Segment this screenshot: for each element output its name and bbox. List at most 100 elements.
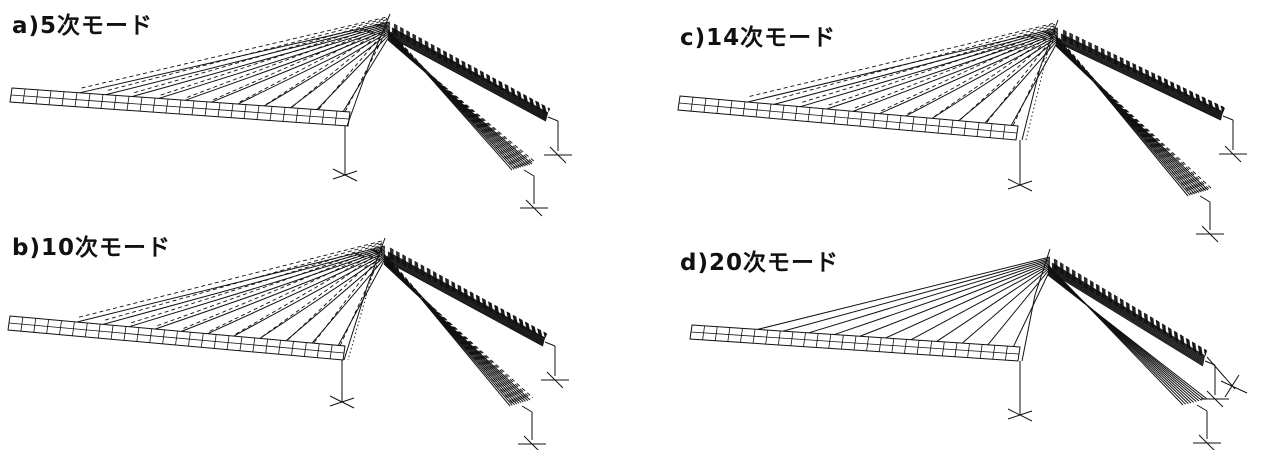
deck-grid-line — [243, 104, 247, 119]
stay-cable-deformed — [213, 23, 388, 101]
right-cable-upper — [1060, 37, 1223, 117]
stay-cable-deformed — [933, 31, 1056, 117]
stay-cable-deformed — [986, 34, 1056, 123]
deck-grid-line — [152, 98, 156, 113]
right-cable-upper-deformed — [1062, 35, 1225, 112]
stay-cable — [207, 252, 386, 335]
stay-cable-deformed — [1012, 35, 1056, 126]
deck-mesh-c — [677, 95, 1019, 141]
stay-cable — [233, 253, 386, 337]
deck-grid-line — [992, 345, 996, 360]
lower-anchor-arm — [521, 405, 533, 413]
deck-grid-line — [989, 123, 993, 138]
deck-grid-line — [291, 341, 294, 356]
bridge-diagram-a — [9, 13, 572, 217]
panel-label-c: c)14次モード — [680, 25, 837, 51]
right-cable-upper — [391, 34, 547, 119]
right-cable-upper — [391, 36, 547, 121]
right-cable-upper-deformed — [1062, 36, 1224, 112]
stay-cable-deformed — [344, 29, 388, 112]
deck-grid-line — [929, 341, 933, 356]
pylon-b — [329, 237, 386, 409]
stay-cables-right-d — [1047, 258, 1208, 406]
deck-grid-line — [126, 96, 130, 111]
stay-cable-deformed — [960, 33, 1056, 120]
deck-grid-line — [765, 330, 769, 345]
right-cable-lower-deformed — [1058, 46, 1210, 189]
deck-grid-line — [768, 104, 772, 119]
stay-cables-left-c — [747, 22, 1059, 126]
right-cable-upper-deformed — [389, 257, 546, 340]
deck-grid-line — [72, 321, 75, 336]
right-cable-upper — [1060, 41, 1222, 119]
right-cable-upper-deformed — [389, 249, 547, 336]
deck-outline — [677, 95, 1019, 141]
stay-cable-deformed — [81, 16, 388, 89]
stay-cables-right-b — [383, 247, 548, 407]
deck-grid-line — [321, 110, 325, 125]
deck-grid-line — [803, 332, 806, 347]
deck-grid-line — [269, 106, 273, 121]
right-cable-upper — [387, 260, 544, 346]
right-cable-upper — [1060, 40, 1222, 118]
stay-cable — [237, 29, 391, 105]
stay-cable-deformed — [749, 22, 1056, 97]
deck-grid-line — [815, 333, 819, 348]
right-cable-upper — [387, 259, 544, 345]
stay-cable — [285, 256, 386, 342]
stay-cable-deformed — [854, 27, 1056, 109]
stay-cable-deformed — [802, 25, 1056, 103]
bridge-diagram-d — [689, 248, 1248, 450]
stay-cable — [808, 259, 1051, 334]
deck-grid-line — [924, 117, 928, 132]
right-cable-upper — [1051, 271, 1204, 366]
stay-cable — [936, 265, 1051, 342]
deck-grid-line — [252, 337, 256, 352]
deck-grid-line — [139, 97, 143, 112]
deck-grid-line — [303, 342, 307, 357]
right-cable-upper-deformed — [389, 253, 547, 338]
deck-grid-line — [954, 342, 958, 357]
right-cable-upper-deformed — [389, 254, 546, 338]
right-cable-upper-deformed — [389, 248, 547, 335]
right-cable-upper-deformed — [1062, 32, 1225, 111]
right-cable-upper — [1051, 272, 1204, 367]
stay-cable-deformed — [105, 241, 383, 321]
deck-grid-line — [941, 341, 945, 356]
right-cable-upper-deformed — [393, 33, 549, 115]
right-cable-upper-deformed — [1053, 265, 1206, 356]
deck-grid-line — [217, 102, 221, 117]
anchorages-a — [520, 116, 572, 217]
lower-anchor-arm — [523, 169, 535, 177]
right-cable-upper-deformed — [393, 30, 549, 113]
deck-grid-line — [727, 327, 731, 342]
stay-cables-left-d — [757, 256, 1051, 347]
deck-grid-line — [329, 344, 333, 359]
stay-cable — [263, 30, 391, 107]
bridge-diagram-c — [677, 19, 1247, 243]
bridge-diagram-b — [7, 237, 569, 450]
right-cable-lower-deformed — [386, 265, 534, 399]
deck-grid-line — [191, 100, 195, 115]
deck-grid-line — [859, 112, 863, 127]
anchorages-d — [1193, 356, 1248, 450]
right-cable-upper-deformed — [1062, 37, 1224, 113]
upper-anchor-x — [549, 146, 567, 164]
upper-anchor-x — [546, 371, 564, 389]
deck-grid-line — [742, 101, 746, 116]
deck-grid-line — [740, 328, 743, 343]
right-cable-upper-deformed — [389, 250, 547, 336]
deck-grid-line — [853, 335, 857, 351]
pylon-c — [1007, 19, 1059, 192]
pylon-lower — [343, 283, 369, 361]
right-cable-upper-deformed — [1053, 264, 1207, 355]
right-cable-upper — [1060, 39, 1223, 117]
stay-cable — [931, 36, 1059, 119]
upper-anchor-arm — [1222, 115, 1234, 121]
right-cable-upper — [1051, 265, 1205, 360]
deck-grid-line — [840, 335, 844, 350]
deck-grid-line — [828, 334, 832, 349]
deck-grid-line — [790, 331, 794, 346]
right-cable-upper-deformed — [1053, 260, 1207, 353]
